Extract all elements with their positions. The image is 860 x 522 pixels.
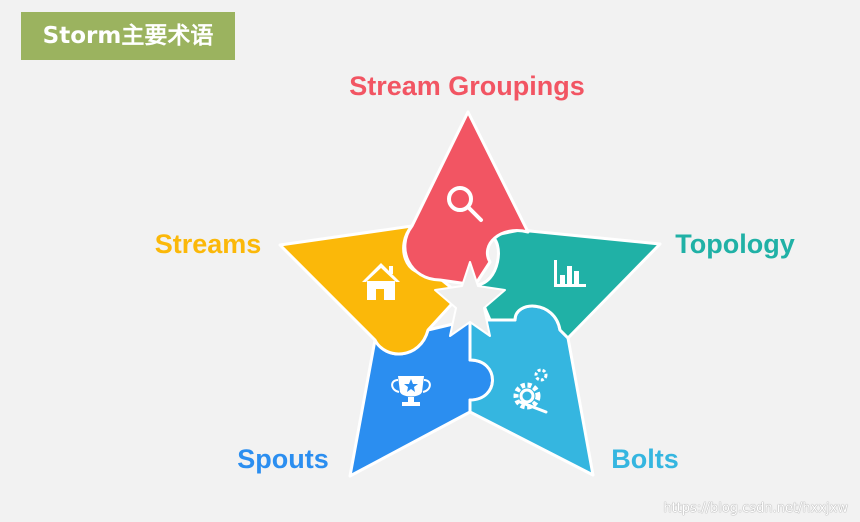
house-icon bbox=[362, 263, 400, 300]
label-bolts: Bolts bbox=[611, 444, 679, 474]
trophy-icon bbox=[391, 376, 431, 406]
watermark: https://blog.csdn.net/hxxjxw bbox=[663, 501, 848, 516]
label-topology: Topology bbox=[675, 229, 795, 259]
magnifier-icon bbox=[447, 186, 483, 222]
bar-chart-icon bbox=[554, 260, 586, 287]
page-title: Storm主要术语 bbox=[21, 12, 235, 60]
piece-stream-groupings bbox=[403, 110, 530, 287]
gears-icon bbox=[513, 368, 548, 414]
center-star bbox=[434, 261, 506, 337]
label-stream-groupings: Stream Groupings bbox=[349, 71, 585, 101]
label-spouts: Spouts bbox=[237, 444, 329, 474]
label-streams: Streams bbox=[154, 229, 262, 259]
